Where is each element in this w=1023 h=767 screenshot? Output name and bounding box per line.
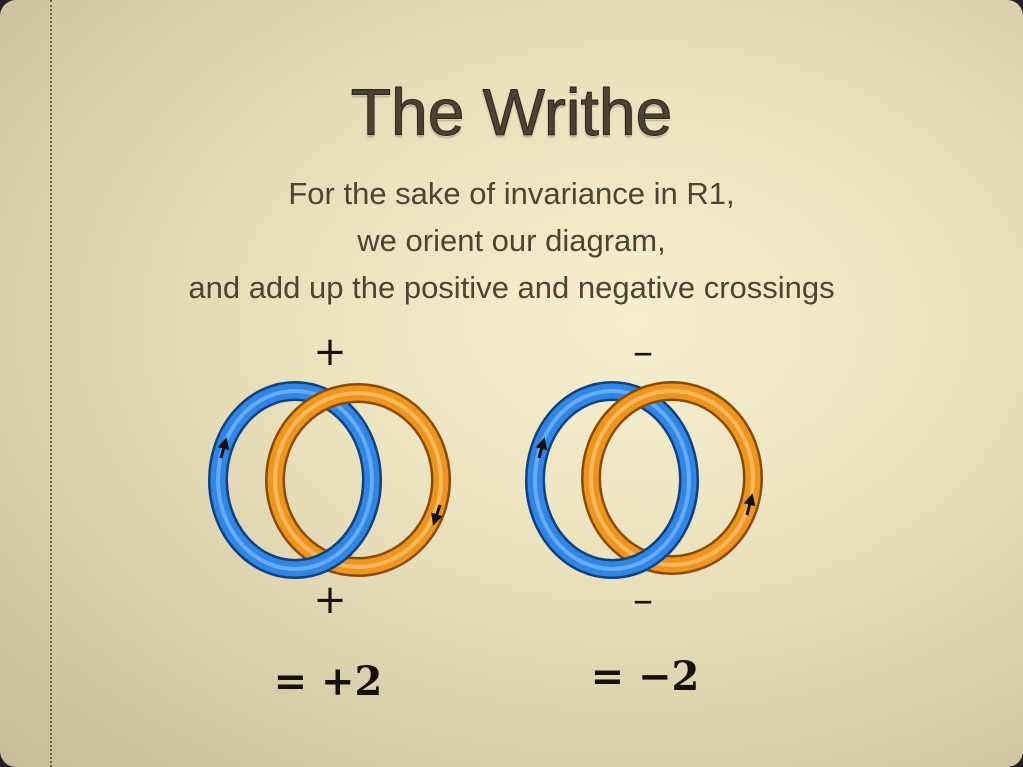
right-link-diagram bbox=[525, 381, 763, 579]
slide-title: The Writhe bbox=[350, 75, 673, 150]
right-orange-orientation-arrow-icon bbox=[743, 493, 756, 516]
right-top-crossing-sign: – bbox=[633, 329, 653, 375]
right-writhe-result: = −2 bbox=[590, 653, 700, 700]
right-orange-ring bbox=[581, 381, 763, 575]
left-blue-orientation-arrow-icon bbox=[217, 437, 230, 459]
left-top-crossing-sign: + bbox=[313, 329, 347, 375]
right-blue-orientation-arrow-icon bbox=[535, 437, 548, 459]
subtitle-line-2: we orient our diagram, bbox=[357, 223, 666, 258]
binding-dotted-line bbox=[50, 0, 52, 767]
left-bottom-crossing-sign: + bbox=[313, 577, 347, 623]
subtitle-line-3: and add up the positive and negative cro… bbox=[188, 270, 835, 305]
left-writhe-result: = +2 bbox=[273, 658, 383, 705]
subtitle-line-1: For the sake of invariance in R1, bbox=[288, 176, 735, 211]
right-blue-ring-over-segment bbox=[525, 480, 699, 579]
right-bottom-crossing-sign: – bbox=[633, 577, 653, 623]
left-link-diagram bbox=[208, 381, 451, 579]
left-orange-orientation-arrow-icon bbox=[431, 504, 443, 526]
slide-subtitle: For the sake of invariance in R1, we ori… bbox=[0, 170, 1023, 311]
left-blue-ring-over-segment bbox=[208, 480, 382, 579]
left-orange-ring bbox=[265, 383, 451, 577]
